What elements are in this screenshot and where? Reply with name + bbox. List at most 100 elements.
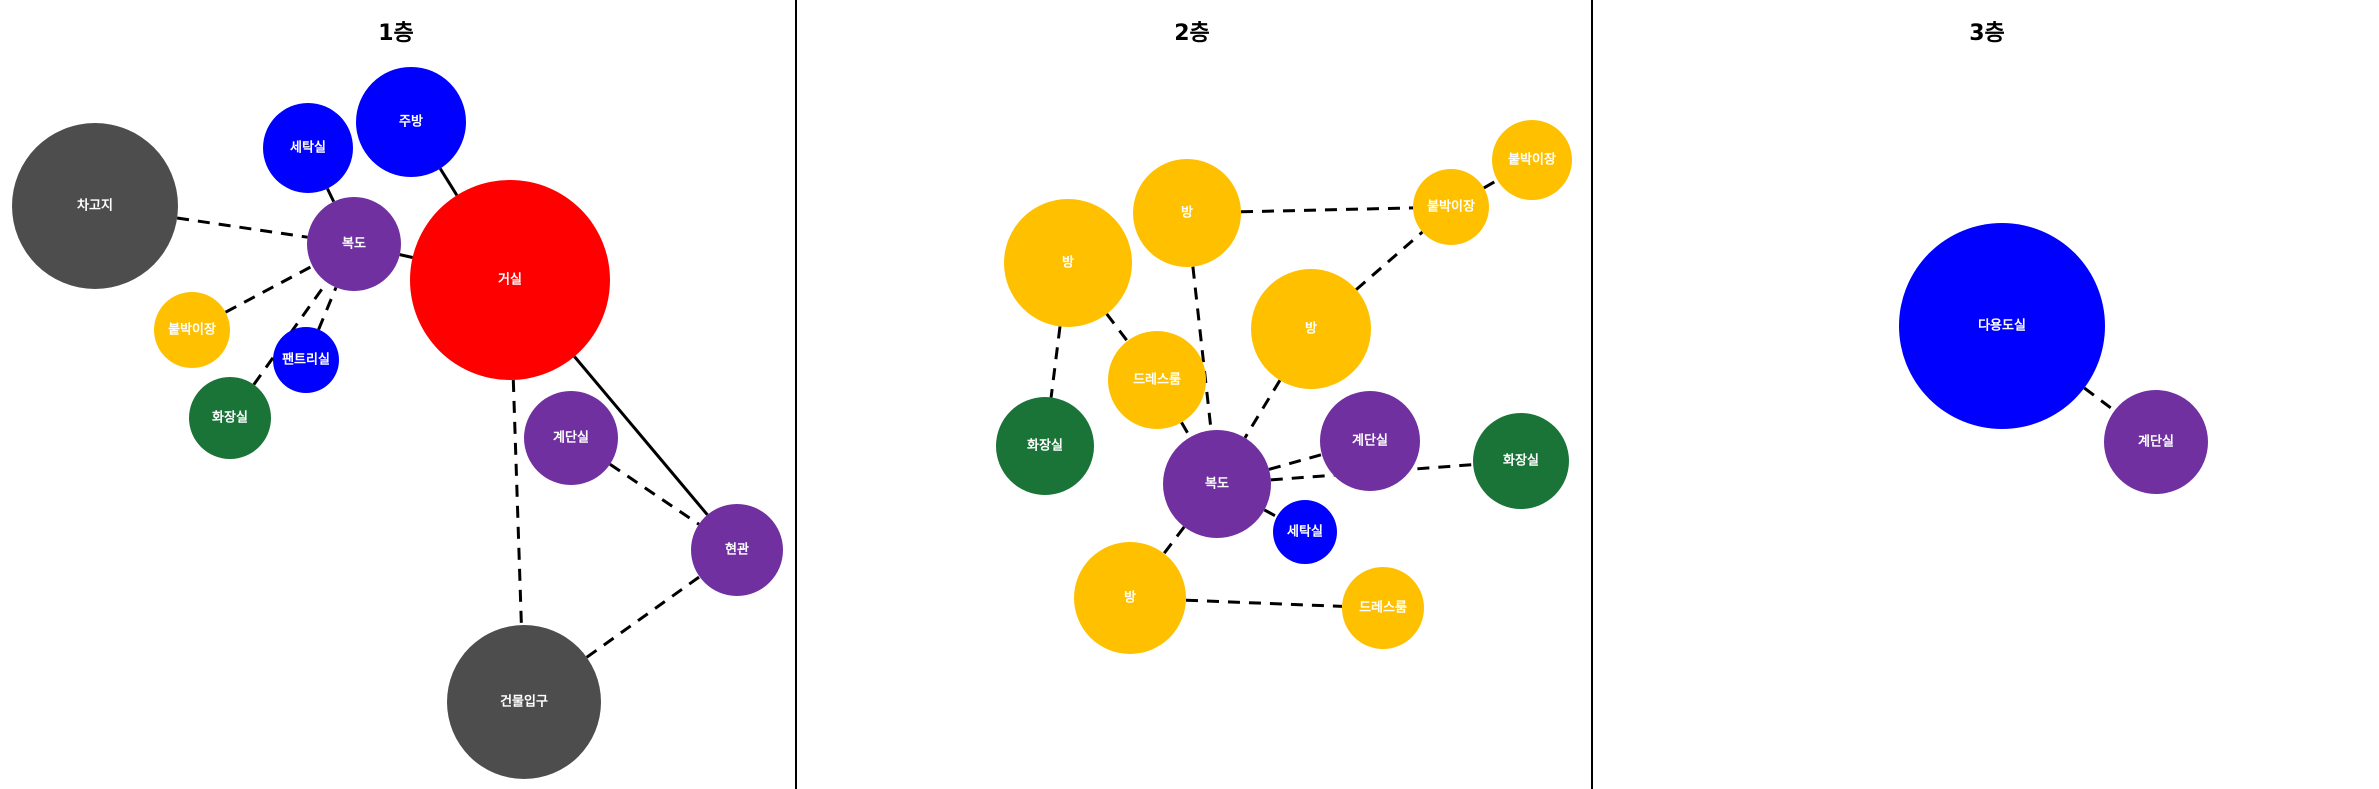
room-label: 다용도실 <box>1978 318 2026 334</box>
connection-solid <box>399 253 413 259</box>
room-label: 드레스룸 <box>1133 372 1181 388</box>
room-node: 현관 <box>691 504 783 596</box>
room-node: 건물입구 <box>447 625 601 779</box>
room-label: 세탁실 <box>290 140 326 156</box>
room-circle <box>1342 567 1424 649</box>
room-node: 세탁실 <box>263 103 353 193</box>
floor-title: 1층 <box>378 21 414 46</box>
room-node: 드레스룸 <box>1342 567 1424 649</box>
room-label: 붙박이장 <box>168 322 216 338</box>
room-node: 방 <box>1074 542 1186 654</box>
room-circle <box>12 123 178 289</box>
room-node: 붙박이장 <box>154 292 230 368</box>
room-node: 계단실 <box>524 391 618 485</box>
room-node: 붙박이장 <box>1413 169 1489 245</box>
room-circle <box>307 197 401 291</box>
room-circle <box>1320 391 1420 491</box>
room-node: 화장실 <box>189 377 271 459</box>
room-circle <box>1004 199 1132 327</box>
connection-dashed <box>1355 230 1424 291</box>
room-circle <box>447 625 601 779</box>
connection-dashed <box>609 463 700 526</box>
edge-layer <box>1049 178 1499 608</box>
room-node: 붙박이장 <box>1492 120 1572 200</box>
connection-solid <box>438 167 459 197</box>
room-label: 화장실 <box>1503 453 1539 469</box>
room-circle <box>524 391 618 485</box>
room-circle <box>1899 223 2105 429</box>
room-node: 방 <box>1251 269 1371 389</box>
room-label: 복도 <box>1205 477 1229 492</box>
edge-layer <box>176 167 709 659</box>
room-circle <box>1273 500 1337 564</box>
room-label: 화장실 <box>1027 438 1063 454</box>
room-circle <box>273 327 339 393</box>
room-node: 화장실 <box>996 397 1094 495</box>
room-circle <box>691 504 783 596</box>
room-node: 복도 <box>307 197 401 291</box>
room-node: 다용도실 <box>1899 223 2105 429</box>
room-node: 화장실 <box>1473 413 1569 509</box>
room-circle <box>1492 120 1572 200</box>
connection-dashed <box>1268 453 1323 471</box>
connection-dashed <box>1483 178 1499 190</box>
connection-dashed <box>1105 312 1129 342</box>
room-node: 팬트리실 <box>273 327 339 393</box>
room-label: 주방 <box>399 114 423 130</box>
room-circle <box>1133 159 1241 267</box>
room-label: 계단실 <box>553 430 589 446</box>
connection-dashed <box>224 264 314 314</box>
room-node: 방 <box>1133 159 1241 267</box>
room-label: 건물입구 <box>500 694 548 710</box>
room-node: 거실 <box>410 180 610 380</box>
room-label: 팬트리실 <box>282 352 330 368</box>
room-circle <box>996 397 1094 495</box>
room-label: 방 <box>1124 590 1136 606</box>
edge-layer <box>2083 386 2116 412</box>
connection-solid <box>326 187 336 203</box>
connection-dashed <box>1049 326 1062 398</box>
room-label: 계단실 <box>2138 434 2174 450</box>
room-circle <box>154 292 230 368</box>
connection-dashed <box>1162 525 1186 555</box>
room-label: 드레스룸 <box>1359 600 1407 616</box>
room-node: 계단실 <box>1320 391 1420 491</box>
connection-dashed <box>1191 266 1213 431</box>
room-node: 계단실 <box>2104 390 2208 494</box>
room-circle <box>1108 331 1206 429</box>
room-label: 계단실 <box>1352 433 1388 449</box>
room-label: 세탁실 <box>1287 524 1323 540</box>
room-label: 방 <box>1181 205 1193 221</box>
connection-dashed <box>1185 598 1343 608</box>
floor-title: 3층 <box>1969 21 2005 46</box>
room-node: 방 <box>1004 199 1132 327</box>
room-circle <box>356 67 466 177</box>
connection-dashed <box>1263 508 1278 519</box>
room-label: 붙박이장 <box>1427 199 1475 215</box>
room-label: 화장실 <box>212 410 248 426</box>
room-node: 드레스룸 <box>1108 331 1206 429</box>
room-circle <box>2104 390 2208 494</box>
room-circle <box>1251 269 1371 389</box>
room-node: 차고지 <box>12 123 178 289</box>
room-circle <box>1413 169 1489 245</box>
connection-dashed <box>317 286 338 331</box>
room-label: 방 <box>1305 321 1317 337</box>
room-circle <box>1473 413 1569 509</box>
connection-dashed <box>1270 463 1474 482</box>
room-label: 거실 <box>498 272 522 288</box>
room-circle <box>189 377 271 459</box>
floor-title: 2층 <box>1174 21 1210 46</box>
room-circle <box>263 103 353 193</box>
connection-dashed <box>1180 421 1192 438</box>
room-node: 복도 <box>1163 430 1271 538</box>
room-node: 주방 <box>356 67 466 177</box>
